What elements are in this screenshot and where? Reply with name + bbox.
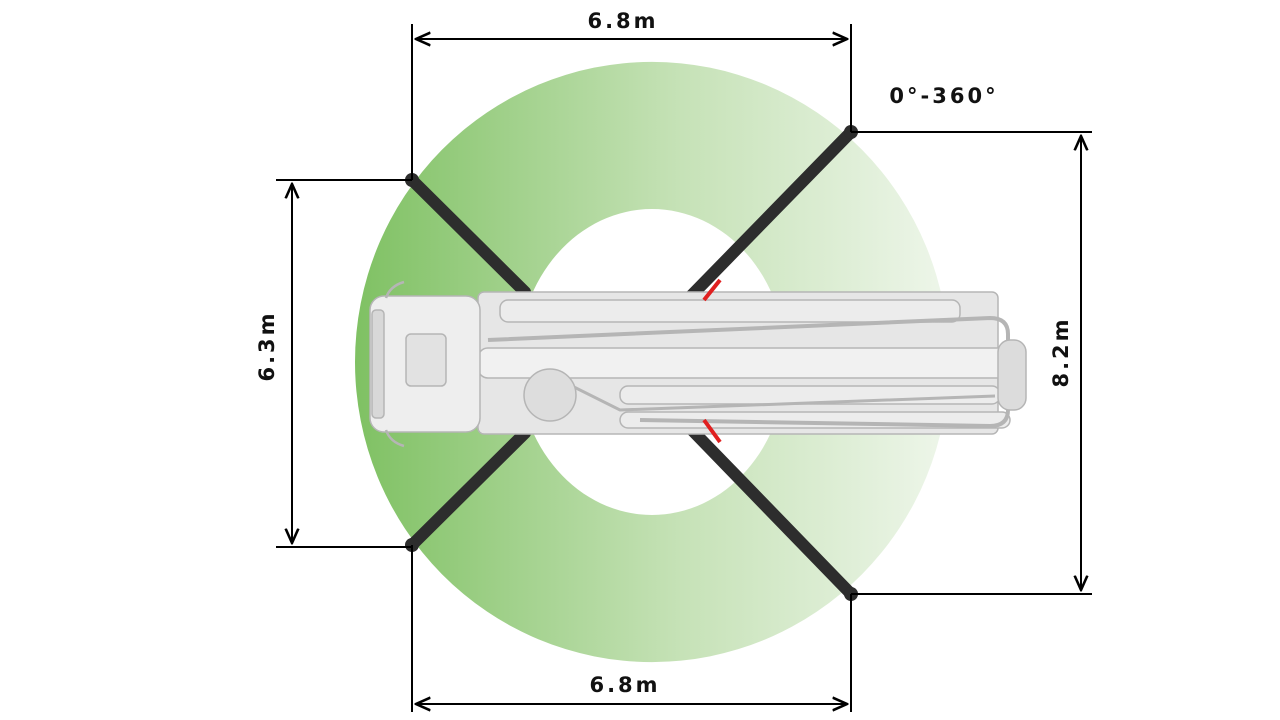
side-mirror-left bbox=[384, 280, 405, 299]
rear-left-outrigger bbox=[684, 126, 857, 303]
front-left-outrigger bbox=[406, 174, 531, 298]
rotation-range-label: 0°-360° bbox=[889, 84, 998, 108]
front-right-outrigger bbox=[406, 427, 531, 551]
left-height-label: 6.3m bbox=[255, 310, 279, 381]
right-height-label: 8.2m bbox=[1049, 316, 1073, 387]
outriggers bbox=[406, 126, 857, 600]
dimension-lines bbox=[276, 24, 1092, 712]
boom-tip bbox=[997, 339, 1027, 411]
boom-turret bbox=[523, 368, 577, 422]
boom-section-1 bbox=[499, 299, 961, 323]
top-width-label: 6.8m bbox=[587, 9, 658, 33]
hydraulic-cylinder-top bbox=[702, 278, 722, 302]
rear-right-outrigger bbox=[684, 422, 857, 600]
bottom-width-label: 6.8m bbox=[589, 673, 660, 697]
cab-roof-hatch bbox=[405, 333, 447, 387]
cab-windshield bbox=[371, 309, 385, 419]
delivery-pipe-2 bbox=[559, 378, 996, 412]
boom-section-3 bbox=[619, 385, 1001, 405]
concrete-pump-truck-topview-icon bbox=[369, 278, 1027, 448]
hydraulic-cylinder-bottom bbox=[702, 418, 722, 444]
side-mirror-right bbox=[384, 429, 405, 448]
swing-range-ring bbox=[354, 61, 949, 663]
